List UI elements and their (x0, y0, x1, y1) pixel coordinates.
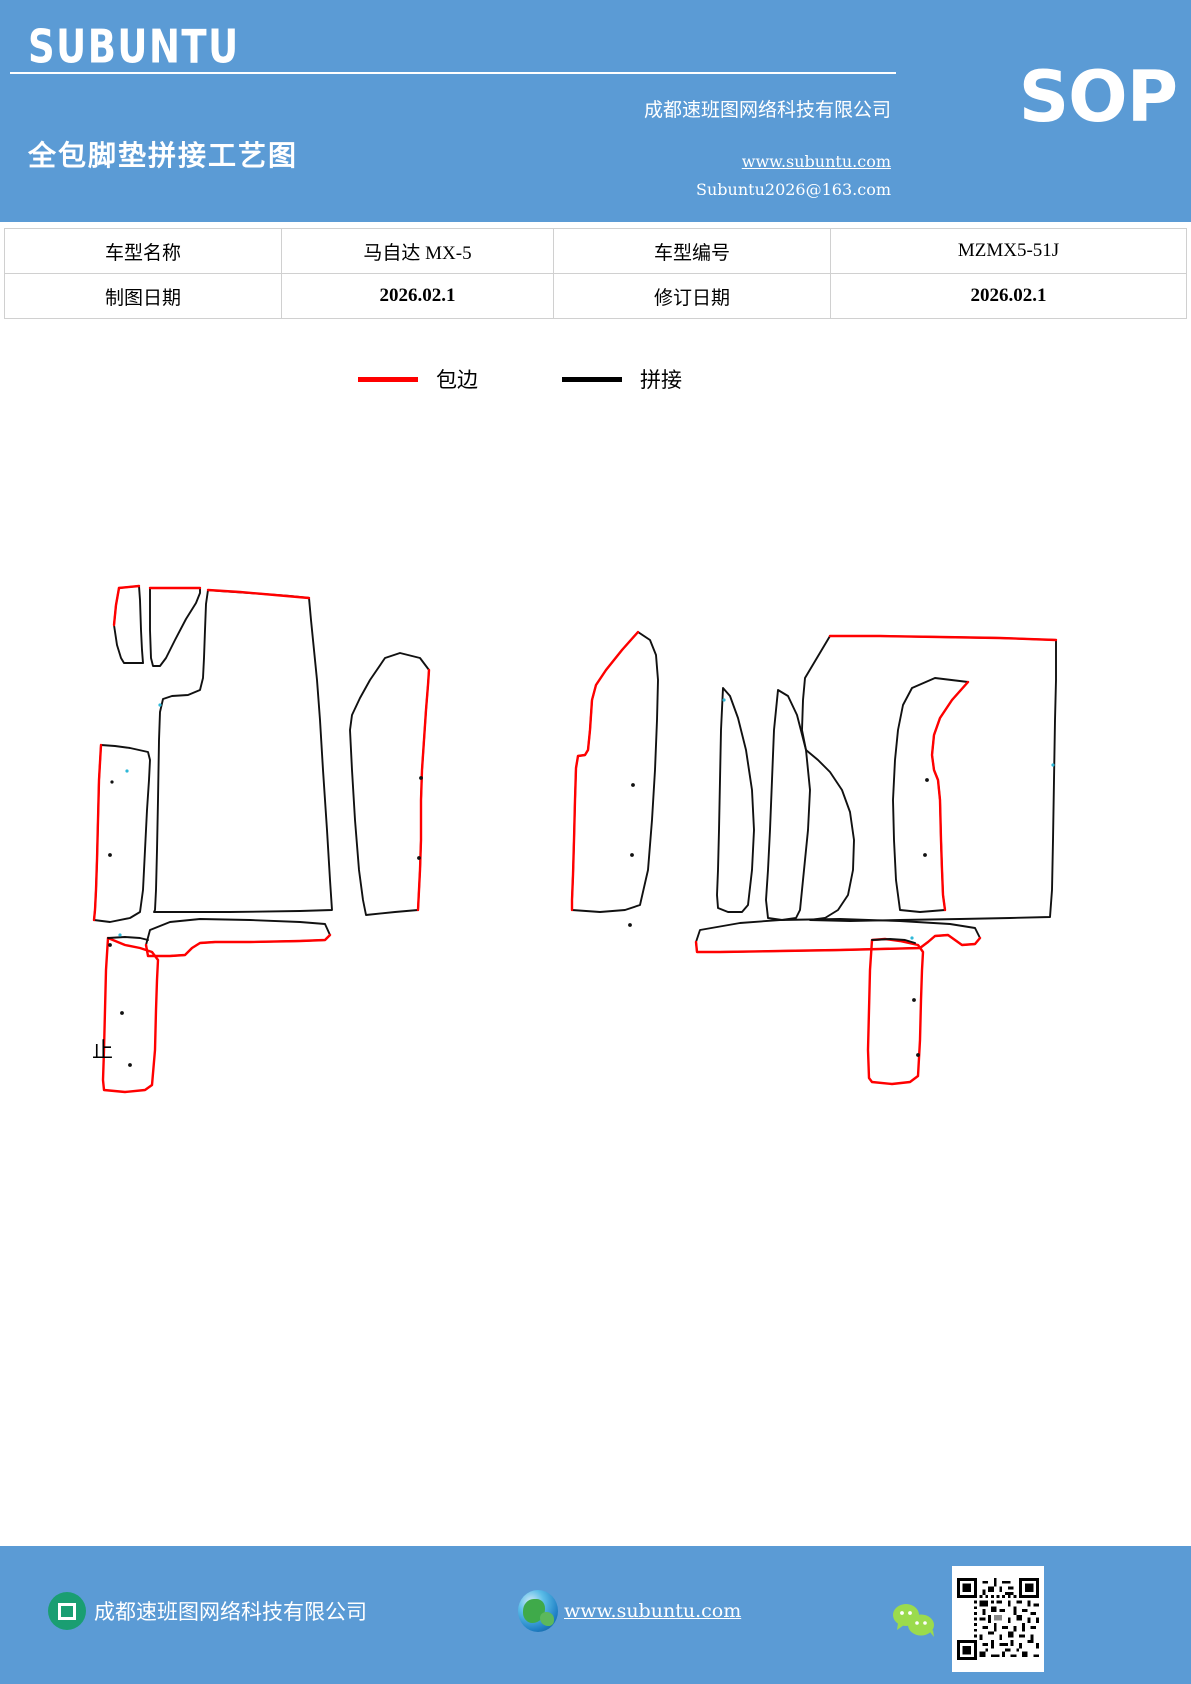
left-notch-dots (118, 703, 162, 937)
cell-revision-date-label: 修订日期 (553, 273, 831, 319)
cell-draw-date-value: 2026.02.1 (281, 273, 554, 319)
header-website-link[interactable]: www.subuntu.com (741, 152, 891, 171)
right-piece-left-side-panel (570, 630, 659, 913)
left-piece-bottom-left-pad (101, 936, 160, 1094)
header-company-name: 成都速班图网络科技有限公司 (643, 100, 891, 121)
pattern-pieces-svg (92, 584, 1058, 1094)
cell-model-code-value: MZMX5-51J (830, 228, 1187, 274)
footer-company-name: 成都速班图网络科技有限公司 (94, 1600, 367, 1624)
qr-code (952, 1566, 1044, 1672)
left-stitch-dots (108, 776, 423, 1067)
globe-icon (518, 1590, 558, 1632)
legend-item-splice: 拼接 (562, 364, 682, 394)
right-stitch-dots (628, 778, 929, 1057)
legend-item-binding: 包边 (358, 364, 478, 394)
building-icon (48, 1592, 86, 1630)
table-row: 车型名称 马自达 MX-5 车型编号 MZMX5-51J (4, 228, 1187, 274)
table-row: 制图日期 2026.02.1 修订日期 2026.02.1 (4, 273, 1187, 319)
header-divider (10, 72, 896, 74)
right-notch-dots (722, 698, 1055, 940)
right-piece-main-panel (801, 634, 1058, 922)
page-header: SUBUNTU 全包脚垫拼接工艺图 成都速班图网络科技有限公司 SOP www.… (0, 0, 1191, 222)
brand-logo: SUBUNTU (28, 20, 240, 74)
right-piece-bottom-bar (694, 918, 982, 954)
cell-model-code-label: 车型编号 (553, 228, 831, 274)
footer-website-link[interactable]: www.subuntu.com (564, 1600, 742, 1622)
right-piece-sliver-2 (765, 689, 811, 921)
page-footer: 成都速班图网络科技有限公司 www.subuntu.com (0, 1546, 1191, 1684)
right-piece-sliver-1 (716, 687, 755, 913)
left-piece-strip-a (112, 584, 144, 664)
left-piece-strip-b (148, 586, 202, 667)
cell-model-name-value: 马自达 MX-5 (281, 228, 554, 274)
vehicle-info-table: 车型名称 马自达 MX-5 车型编号 MZMX5-51J 制图日期 2026.0… (4, 228, 1187, 319)
cell-revision-date-value: 2026.02.1 (830, 273, 1187, 319)
cell-draw-date-label: 制图日期 (4, 273, 282, 319)
pattern-drawing-area: 止 (0, 400, 1191, 1540)
stop-mark-label: 止 (92, 1038, 113, 1062)
left-piece-right-side-panel (349, 652, 431, 916)
footer-website-block[interactable]: www.subuntu.com (518, 1590, 741, 1632)
legend-label-splice: 拼接 (640, 368, 682, 392)
sop-badge: SOP (1018, 56, 1178, 138)
right-piece-bottom-right-pad (866, 937, 925, 1086)
legend-label-binding: 包边 (436, 368, 478, 392)
cell-model-name-label: 车型名称 (4, 228, 282, 274)
red-line-swatch-icon (358, 376, 418, 382)
page-title: 全包脚垫拼接工艺图 (28, 139, 299, 172)
left-piece-side-panel (92, 743, 151, 923)
legend: 包边 拼接 (0, 360, 1191, 394)
header-email[interactable]: Subuntu2026@163.com (696, 180, 891, 199)
left-piece-bottom-bar (144, 918, 332, 958)
left-piece-main-panel (153, 588, 333, 913)
black-line-swatch-icon (562, 376, 622, 382)
footer-company-block: 成都速班图网络科技有限公司 (48, 1592, 367, 1630)
wechat-icon (893, 1604, 934, 1637)
right-piece-right-side-panel (892, 677, 970, 913)
